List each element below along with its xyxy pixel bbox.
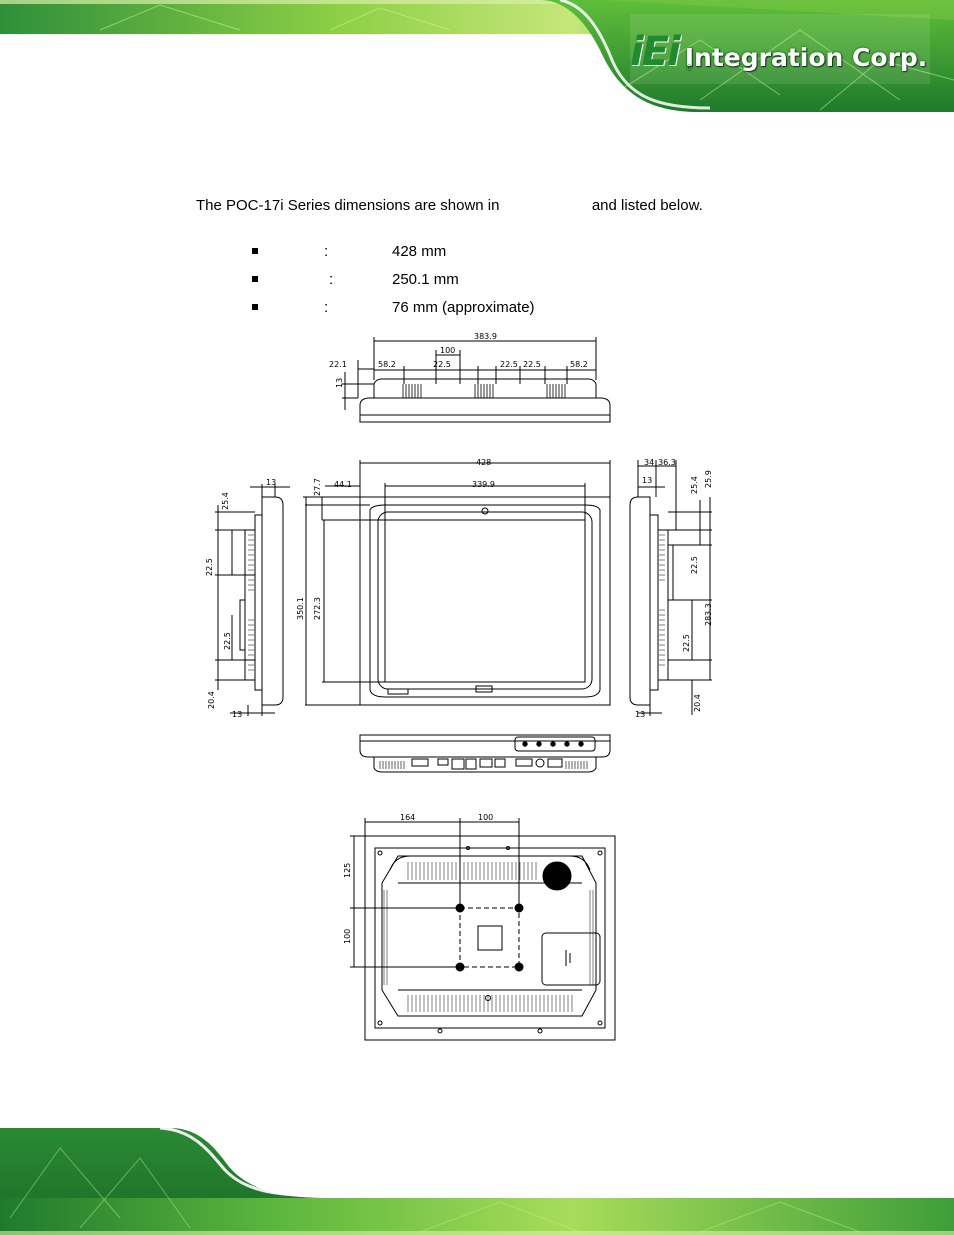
bullet-icon	[252, 248, 258, 254]
dim-label: 428	[476, 458, 491, 467]
dim-label: 20.4	[693, 694, 702, 712]
dim-label: 58.2	[378, 360, 396, 369]
dimension-drawing: 383.9 22.1 58.2 100 22.5 22.5 22.5 58.2 …	[205, 332, 713, 1041]
intro-paragraph: The POC-17i Series dimensions are shown …	[196, 197, 703, 214]
dim-label: 13	[635, 710, 645, 719]
dim-label: 27.7	[313, 478, 322, 496]
bullet-icon	[252, 304, 258, 310]
bottom-io-view	[359, 734, 611, 773]
dim-label: 13	[232, 710, 242, 719]
dim-label: 22.5	[500, 360, 518, 369]
dim-label: 36.3	[658, 458, 676, 467]
item-value: 76 mm (approximate)	[392, 299, 535, 316]
dim-label: 44.1	[334, 480, 352, 489]
dim-label: 13	[335, 378, 344, 388]
dim-label: 22.5	[682, 634, 691, 652]
intro-text-after: and listed below.	[591, 197, 703, 214]
dim-label: 22.1	[329, 360, 347, 369]
logo-mark: iEi	[630, 29, 681, 75]
dim-label: 164	[400, 813, 415, 822]
rear-view	[350, 818, 616, 1041]
footer-graphic	[0, 1128, 954, 1235]
dim-label: 22.5	[205, 558, 214, 576]
intro-text-before: The POC-17i Series dimensions are shown …	[196, 197, 500, 214]
bullet-icon	[252, 276, 258, 282]
item-value: 428 mm	[392, 243, 447, 260]
dim-label: 339.9	[472, 480, 495, 489]
item-value: 250.1 mm	[392, 271, 459, 288]
dim-label: 350.1	[296, 597, 305, 620]
dim-label: 13	[642, 476, 652, 485]
dim-label: 22.5	[433, 360, 451, 369]
dim-label: 20.4	[207, 691, 216, 709]
front-view	[303, 460, 611, 706]
dim-label: 22.5	[523, 360, 541, 369]
item-colon: :	[329, 271, 334, 288]
item-colon: :	[324, 243, 329, 260]
dim-label: 272.3	[313, 597, 322, 620]
item-colon: :	[324, 299, 329, 316]
dim-label: 58.2	[570, 360, 588, 369]
header-banner: iEi ® Integration Corp.	[0, 0, 954, 112]
dim-label: 125	[343, 863, 352, 878]
top-view	[342, 337, 611, 423]
right-side-view	[629, 460, 712, 716]
dim-label: 25.4	[690, 476, 699, 494]
dim-label: 383.9	[474, 332, 497, 341]
dim-label: 25.4	[221, 492, 230, 510]
registered-mark: ®	[686, 63, 693, 73]
logo-text: Integration Corp.	[684, 42, 928, 72]
dim-label: 34	[644, 458, 654, 467]
dim-label: 100	[440, 346, 455, 355]
dim-label: 13	[266, 478, 276, 487]
dim-label: 25.9	[704, 470, 713, 488]
footer-banner	[0, 1128, 954, 1235]
dim-label: 22.5	[690, 556, 699, 574]
left-side-view	[215, 484, 290, 716]
dim-label: 22.5	[223, 632, 232, 650]
header-graphic	[0, 0, 954, 112]
dim-label: 100	[343, 929, 352, 944]
company-logo: iEi ® Integration Corp.	[630, 29, 928, 75]
dim-label: 100	[478, 813, 493, 822]
dim-label: 283.3	[704, 603, 713, 626]
